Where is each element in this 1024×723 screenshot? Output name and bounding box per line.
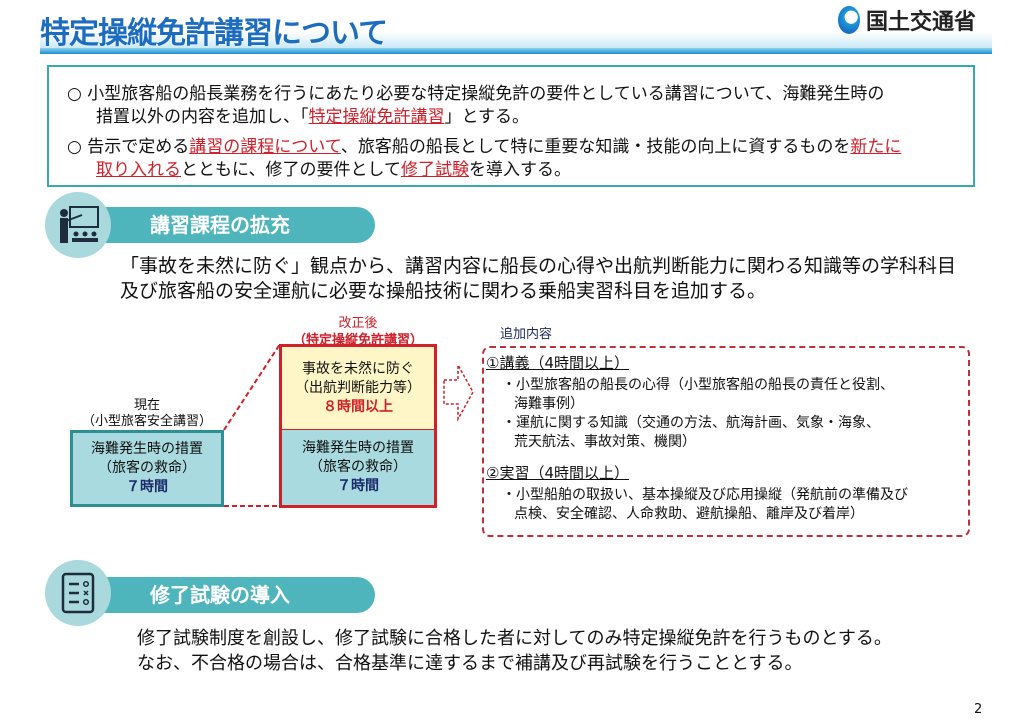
- title-underline: [40, 48, 992, 54]
- existing-course-part: 海難発生時の措置 （旅客の救命） ７時間: [282, 430, 434, 505]
- ministry-logo: 国土交通省: [838, 4, 976, 36]
- page-title: 特定操縦免許講習について: [40, 16, 388, 51]
- box-line: 事故を未然に防ぐ: [302, 360, 414, 377]
- lecture-line: ・小型旅客船の船長の心得（小型旅客船の船長の責任と役割、: [502, 377, 894, 393]
- highlighted-text: 取り入れる: [96, 160, 181, 180]
- current-label: 現在: [133, 398, 160, 413]
- section1-body-line: 及び旅客船の安全運航に必要な操船技術に関わる乗船実習科目を追加する。: [120, 280, 767, 302]
- section2-body-line: 修了試験制度を創設し、修了試験に合格した者に対してのみ特定操縦免許を行うものとす…: [137, 628, 892, 649]
- mlit-emblem-icon: [838, 6, 860, 34]
- intro-line: ○ 小型旅客船の船長業務を行うにあたり必要な特定操縦免許の要件としている講習につ…: [67, 79, 884, 104]
- practice-line: ・小型船舶の取扱い、基本操縦及び応用操縦（発航前の準備及び: [502, 487, 908, 503]
- practice-line: 点検、安全確認、人命救助、避航操船、離岸及び着岸）: [514, 506, 864, 522]
- intro-line: 取り入れるとともに、修了の要件として修了試験を導入する。: [96, 155, 571, 180]
- highlighted-text: 特定操縦免許講習: [308, 107, 445, 127]
- intro-text: 」とする。: [444, 107, 530, 127]
- lecture-title: ①講義（4時間以上）: [486, 354, 629, 372]
- intro-text: とともに、修了の要件として: [181, 160, 401, 180]
- intro-text: ○ 告示で定める: [67, 137, 190, 157]
- expansion-connector: [223, 343, 281, 507]
- highlighted-text: 講習の課程について: [189, 137, 341, 157]
- current-sublabel: （小型旅客安全講習）: [81, 414, 212, 429]
- added-course-part: 事故を未然に防ぐ （出航判断能力等） ８時間以上: [282, 347, 434, 430]
- title-band: [40, 32, 992, 48]
- intro-text: 、旅客船の船長として特に重要な知識・技能の向上に資するものを: [340, 137, 851, 157]
- added-content-box: ①講義（4時間以上） ・小型旅客船の船長の心得（小型旅客船の船長の責任と役割、 …: [482, 346, 970, 537]
- page-number: 2: [974, 702, 983, 717]
- intro-box: ○ 小型旅客船の船長業務を行うにあたり必要な特定操縦免許の要件としている講習につ…: [47, 65, 975, 187]
- section1-heading: 講習課程の拡充: [95, 207, 375, 243]
- lecture-line: 海難事例）: [514, 396, 584, 412]
- intro-line: 措置以外の内容を追加し、「特定操縦免許講習」とする。: [96, 102, 529, 127]
- section2-body-line: なお、不合格の場合は、合格基準に達するまで補講及び再試験を行うこととする。: [137, 653, 803, 674]
- checklist-icon: [45, 560, 111, 626]
- highlighted-text: 修了試験: [400, 160, 469, 180]
- highlighted-text: 新たに: [850, 137, 902, 157]
- ministry-name: 国土交通省: [866, 10, 977, 35]
- revised-label: 改正後: [338, 316, 378, 331]
- practice-title: ②実習（4時間以上）: [486, 464, 629, 482]
- intro-text: 措置以外の内容を追加し、「: [96, 107, 309, 127]
- section1-body-line: 「事故を未然に防ぐ」観点から、講習内容に船長の心得や出航判断能力に関わる知識等の…: [120, 255, 957, 277]
- added-content-label: 追加内容: [500, 327, 553, 342]
- arrow-right-icon: [443, 362, 474, 422]
- added-hours: ８時間以上: [323, 398, 393, 415]
- revised-course-box: 事故を未然に防ぐ （出航判断能力等） ８時間以上 海難発生時の措置 （旅客の救命…: [279, 344, 437, 508]
- box-line: （出航判断能力等）: [295, 379, 421, 396]
- box-line: （旅客の救命）: [98, 460, 196, 476]
- existing-hours: ７時間: [337, 478, 379, 494]
- current-hours: ７時間: [126, 479, 168, 495]
- intro-text: ○ 小型旅客船の船長業務を行うにあたり必要な特定操縦免許の要件としている講習につ…: [67, 84, 885, 104]
- box-line: 海難発生時の措置: [91, 441, 203, 457]
- section2-heading: 修了試験の導入: [95, 577, 375, 613]
- lecture-line: 荒天航法、事故対策、機関）: [514, 434, 696, 450]
- intro-line: ○ 告示で定める講習の課程について、旅客船の船長として特に重要な知識・技能の向上…: [67, 132, 901, 157]
- box-line: （旅客の救命）: [309, 459, 407, 475]
- lecture-line: ・運航に関する知識（交通の方法、航海計画、気象・海象、: [502, 415, 880, 431]
- current-course-box: 海難発生時の措置 （旅客の救命） ７時間: [70, 430, 224, 507]
- intro-text: を導入する。: [468, 160, 571, 180]
- box-line: 海難発生時の措置: [302, 440, 414, 456]
- lecture-icon: [45, 192, 111, 258]
